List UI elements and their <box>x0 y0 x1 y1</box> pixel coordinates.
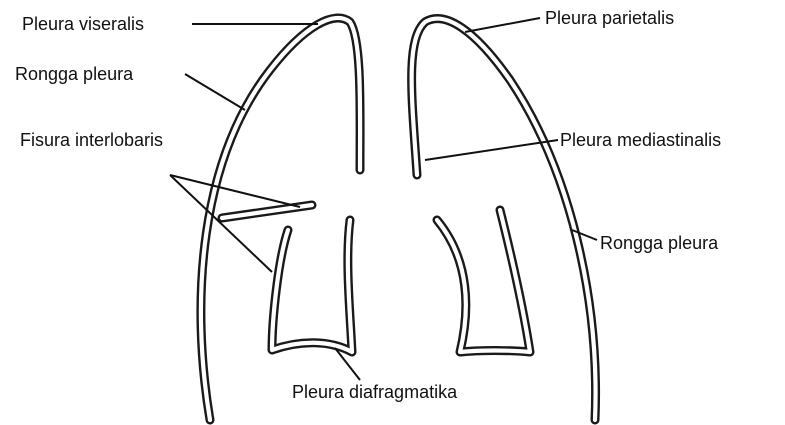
label-fisura-interlobaris: Fisura interlobaris <box>20 130 163 150</box>
leader-fisura-1 <box>170 175 300 207</box>
leader-lines <box>170 18 597 380</box>
leader-rongga-pleura-left <box>185 74 245 110</box>
left-lower-lobe <box>272 220 352 352</box>
leader-pleura-mediastinalis <box>425 140 558 160</box>
leader-fisura-2 <box>170 175 272 272</box>
label-rongga-pleura-right: Rongga pleura <box>600 233 718 253</box>
label-pleura-viseralis: Pleura viseralis <box>22 14 144 34</box>
label-pleura-diafragmatika: Pleura diafragmatika <box>292 382 457 402</box>
label-pleura-parietalis: Pleura parietalis <box>545 8 674 28</box>
label-pleura-mediastinalis: Pleura mediastinalis <box>560 130 721 150</box>
label-rongga-pleura-left: Rongga pleura <box>15 64 133 84</box>
leader-pleura-parietalis <box>465 18 540 32</box>
right-lower-lobe <box>437 210 530 352</box>
